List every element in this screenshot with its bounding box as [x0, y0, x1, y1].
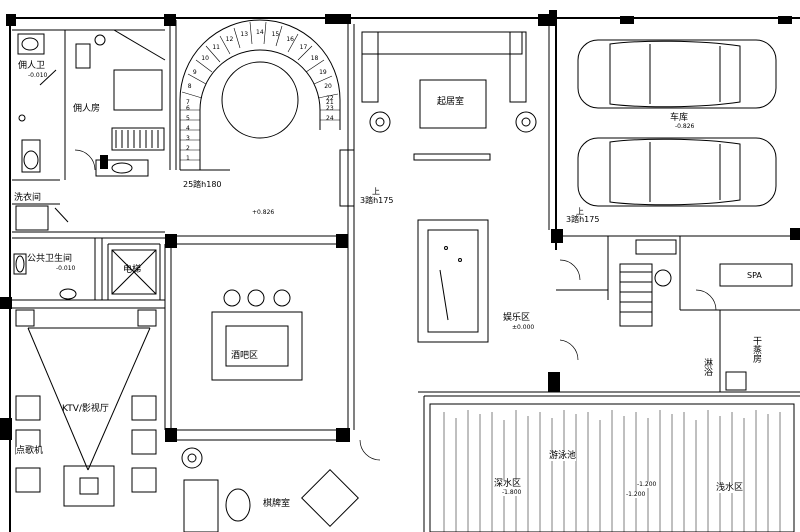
stair-step-number: 11	[212, 44, 220, 52]
song-machine-label: 点歌机	[16, 446, 44, 456]
servant-bath-fixtures	[17, 29, 166, 177]
public-bath-label: 公共卫生间	[27, 254, 73, 264]
door-swings	[74, 149, 717, 461]
stair-main-annotation: 25踏h180	[183, 180, 222, 189]
stair-step-number: 8	[187, 83, 192, 91]
public-bath-level: -0.010	[56, 265, 76, 272]
stair-step-number: 2	[186, 145, 190, 152]
stair-step-number: 1	[186, 155, 190, 162]
laundry-label: 洗衣间	[14, 193, 42, 203]
stair-step-number: 13	[240, 30, 249, 38]
elevator-label: 电梯	[123, 265, 142, 275]
wardrobe-hangers	[115, 130, 159, 148]
swimming-pool	[423, 395, 800, 532]
entertainment-label: 娱乐区	[503, 313, 531, 323]
stair-step-number: 20	[324, 83, 332, 91]
servant-room-label: 佣人房	[73, 104, 101, 114]
living-room-label: 起居室	[437, 97, 465, 107]
spa-area	[619, 239, 793, 391]
servant-bath-label: 佣人卫	[18, 61, 46, 71]
stair-step-number: 9	[192, 68, 197, 76]
deep-water-label: 深水区	[494, 479, 522, 489]
stair-up-garage: 上	[576, 207, 584, 216]
stair-step-number: 22	[326, 95, 334, 102]
garage-label: 车库	[670, 113, 689, 123]
bar-counter	[211, 289, 303, 381]
spa-label: SPA	[747, 271, 762, 280]
garage-level: -0.826	[675, 123, 695, 130]
servant-bath-level: -0.010	[28, 72, 48, 79]
deep-water-level: -1.800	[502, 489, 522, 496]
stair-step-number: 3	[186, 135, 190, 142]
stair-step-number: 15	[271, 30, 280, 38]
billiard-table	[417, 219, 489, 343]
stair-step-number: 24	[326, 115, 334, 122]
stair-step-number: 23	[326, 105, 334, 112]
stair-step-number: 18	[310, 55, 319, 63]
stair-step-number: 5	[186, 115, 190, 122]
wall-columns	[0, 10, 800, 442]
bar-label: 酒吧区	[231, 351, 259, 361]
ktv-label: KTV/影视厅	[62, 404, 109, 414]
sauna-label: 干蒸房	[751, 336, 761, 363]
stair-step-number: 12	[225, 35, 234, 43]
stair-garage-annotation: 3踏h175	[566, 215, 600, 224]
stair-step-number: 21	[326, 99, 334, 106]
stair-step-number: 14	[256, 29, 264, 36]
stair-treads	[180, 21, 340, 161]
outer-walls	[9, 10, 800, 532]
pool-level-1: -1.200	[637, 481, 657, 488]
shower-label: 淋浴	[702, 358, 712, 376]
shallow-water-label: 浅水区	[716, 483, 744, 493]
stair-living-annotation: 3踏h175	[360, 196, 394, 205]
stair-step-number: 4	[186, 125, 190, 132]
garage-cars	[577, 39, 777, 207]
stair-step-number: 7	[186, 99, 190, 106]
living-room-furniture	[339, 31, 537, 207]
pool-level-2: -1.200	[626, 491, 646, 498]
hall-level: +0.826	[252, 209, 275, 216]
chess-room-furniture	[181, 447, 359, 532]
stair-step-number: 6	[186, 105, 190, 112]
pool-label: 游泳池	[549, 451, 577, 461]
entertainment-level: ±0.000	[512, 324, 535, 331]
spiral-staircase	[179, 19, 341, 171]
stair-step-number: 17	[299, 44, 308, 52]
interior-walls	[12, 20, 800, 441]
stair-step-number: 10	[201, 55, 209, 63]
stair-up-living: 上	[372, 187, 380, 196]
pool-hatching	[443, 410, 781, 532]
stair-step-number: 16	[286, 35, 294, 43]
stair-step-number: 19	[319, 68, 327, 76]
laundry-fixtures	[13, 205, 77, 300]
chess-room-label: 棋牌室	[263, 499, 291, 509]
elevator-shaft	[111, 249, 157, 295]
